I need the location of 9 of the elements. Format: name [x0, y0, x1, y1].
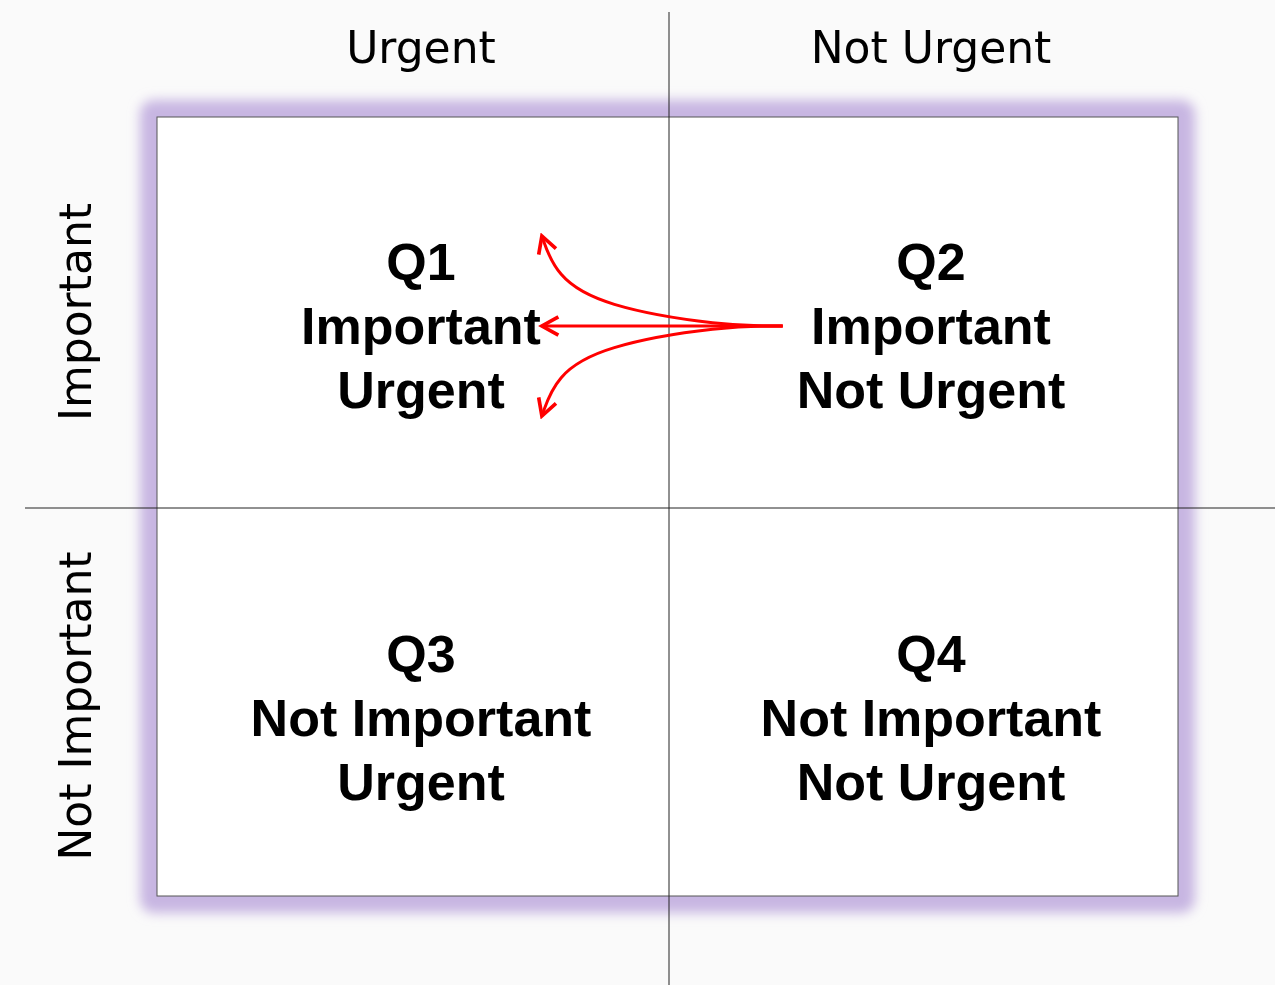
- quadrant-label: Q3 Not Important Urgent: [250, 622, 592, 814]
- arrow: [536, 324, 783, 418]
- axis-label: Urgent: [346, 23, 496, 73]
- axis-label: Important: [51, 202, 101, 422]
- axis-label: Not Important: [51, 551, 101, 861]
- quadrant-label: Q1 Important Urgent: [301, 230, 541, 422]
- quadrant-label: Q4 Not Important Not Urgent: [760, 622, 1102, 814]
- quadrant-label: Q2 Important Not Urgent: [796, 230, 1066, 422]
- axis-label: Not Urgent: [810, 23, 1052, 73]
